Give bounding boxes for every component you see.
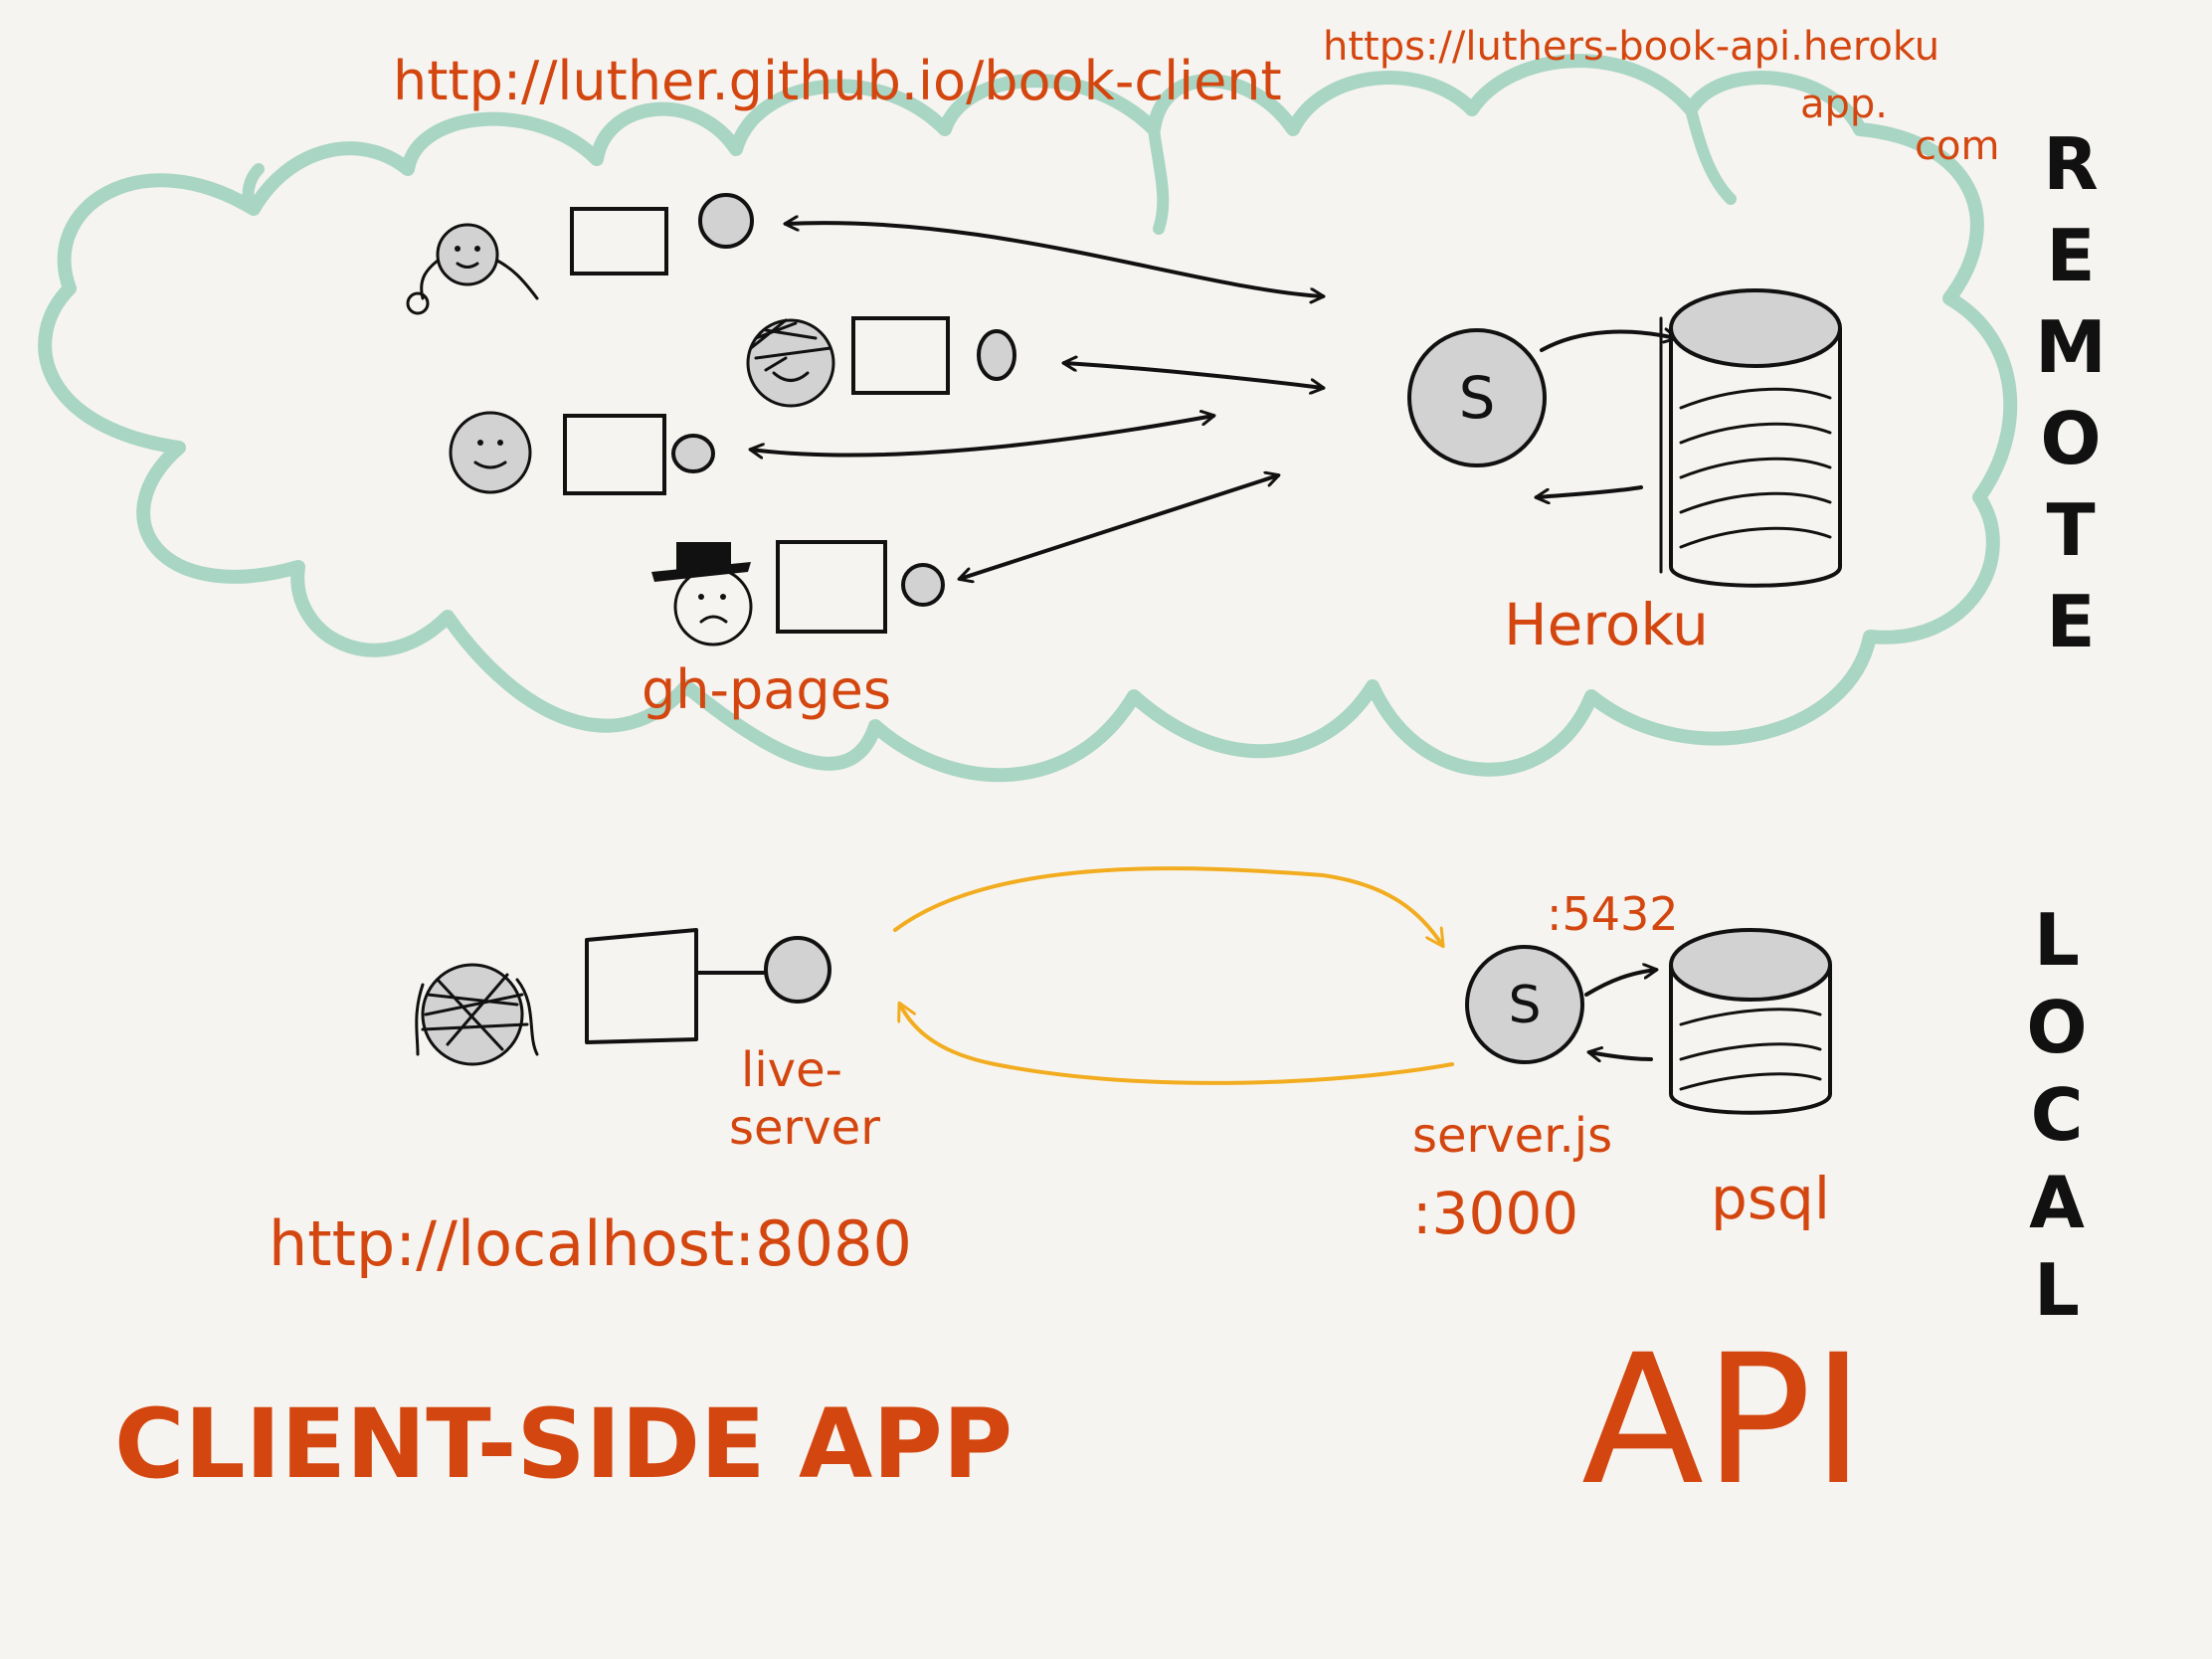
remote-client-url: http://luther.github.io/book-client [393,50,1282,112]
server-to-db-arrow [1540,332,1676,352]
user-face-icon [436,223,499,286]
user-face-icon [746,318,835,408]
local-server-symbol: S [1508,976,1541,1035]
browser-window-icon [563,414,666,495]
local-db-port: :5432 [1547,887,1679,941]
client-app-node [977,329,1016,381]
remote-client-host-label: gh-pages [642,658,891,721]
client-app-node [671,434,715,473]
request-arrow-4 [960,475,1278,579]
browser-window-icon [570,207,668,276]
local-response-arrow [900,1005,1454,1085]
local-request-arrow [893,866,1442,945]
local-live-server-label-1: live- [741,1042,842,1098]
local-database-icon [1669,928,1832,1115]
remote-api-url-line1: https://luthers-book-api.heroku [1323,24,1939,70]
side-label-letter: T [2046,488,2095,572]
remote-server-symbol: S [1459,364,1496,432]
cloud-wiggle [1148,123,1170,235]
side-label-letter: A [2029,1161,2085,1244]
side-label-letter: L [2034,1248,2080,1332]
client-side-app-title: CLIENT-SIDE APP [114,1388,1013,1500]
phone-icon [406,291,430,315]
remote-server-host-label: Heroku [1504,591,1709,658]
side-label-letter: R [2043,122,2098,206]
remote-client-4 [651,540,945,646]
local-db-to-server-arrow [1589,1052,1653,1059]
db-to-server-arrow [1537,485,1643,497]
side-label-letter: E [2046,580,2095,663]
side-label-letter: O [2040,397,2101,480]
user-face-icon [449,411,532,494]
api-title: API [1581,1317,1865,1525]
request-arrow-3 [751,416,1213,456]
remote-client-1 [406,193,754,315]
cloud-wiggle [1685,103,1737,205]
side-label-letter: M [2035,305,2107,389]
local-server-to-db-arrow [1584,970,1656,997]
side-label-letter: E [2046,214,2095,297]
local-client [415,928,831,1066]
side-label-letter: L [2034,898,2080,982]
browser-window-icon [851,316,950,395]
remote-database-icon [1659,288,1842,588]
client-app-node [901,563,945,607]
side-label-letter: O [2026,986,2087,1069]
side-label-letter: C [2031,1073,2084,1157]
local-client-url: http://localhost:8080 [269,1207,912,1280]
local-server-node [1465,945,1584,1064]
local-db-label: psql [1711,1165,1830,1232]
remote-api-url-line3: com [1915,123,1999,169]
browser-window-icon [776,540,887,634]
request-arrow-1 [786,223,1323,296]
local-server-port: :3000 [1412,1180,1578,1247]
remote-cloud [38,54,2018,783]
user-face-icon [673,567,753,646]
remote-client-3 [449,411,715,495]
client-app-node [698,193,754,249]
remote-api-url-line2: app. [1800,82,1888,127]
remote-client-2 [746,316,1016,408]
cloud-wiggle [242,163,265,215]
request-arrow-2 [1064,363,1323,388]
remote-server-node [1407,328,1547,467]
client-app-node [764,936,831,1004]
local-server-label: server.js [1412,1108,1612,1164]
local-live-server-label-2: server [729,1100,880,1156]
